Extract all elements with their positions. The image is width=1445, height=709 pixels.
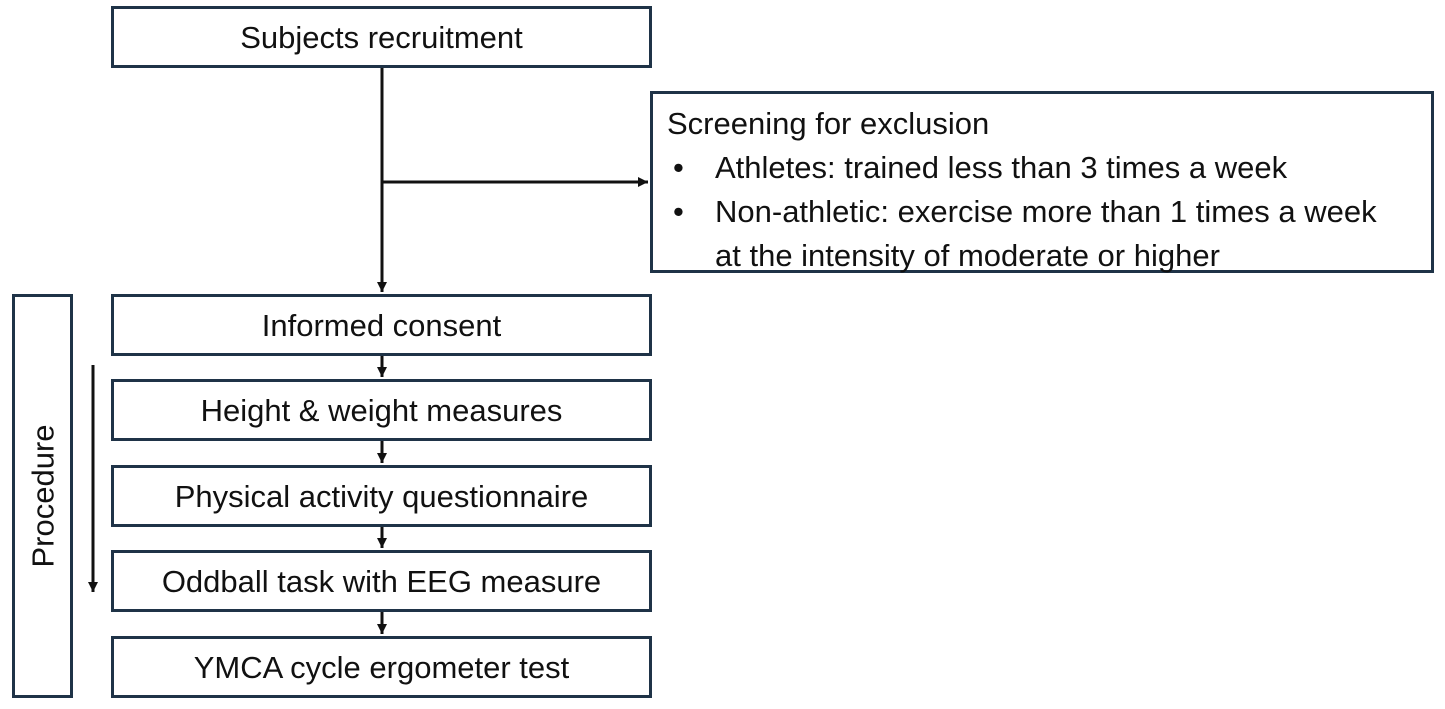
screening-title: Screening for exclusion xyxy=(667,106,990,141)
height-weight-label: Height & weight measures xyxy=(200,392,563,428)
subjects-recruitment-label: Subjects recruitment xyxy=(240,19,523,55)
bullet-icon: • xyxy=(673,150,684,185)
physical-activity-questionnaire-label: Physical activity questionnaire xyxy=(174,478,589,514)
oddball-task-box: Oddball task with EEG measure xyxy=(111,550,652,612)
screening-item-athletes: • Athletes: trained less than 3 times a … xyxy=(667,146,1380,190)
screening-box: Screening for exclusion • Athletes: trai… xyxy=(650,91,1434,273)
physical-activity-questionnaire-box: Physical activity questionnaire xyxy=(111,465,652,527)
height-weight-box: Height & weight measures xyxy=(111,379,652,441)
bullet-icon: • xyxy=(673,194,684,229)
ymca-test-box: YMCA cycle ergometer test xyxy=(111,636,652,698)
screening-item-text: Athletes: trained less than 3 times a we… xyxy=(715,150,1288,185)
procedure-label: Procedure xyxy=(25,424,60,568)
procedure-box: Procedure xyxy=(12,294,73,698)
informed-consent-box: Informed consent xyxy=(111,294,652,356)
informed-consent-label: Informed consent xyxy=(261,307,502,343)
oddball-task-label: Oddball task with EEG measure xyxy=(161,563,602,599)
ymca-test-label: YMCA cycle ergometer test xyxy=(193,649,570,685)
screening-item-text: Non-athletic: exercise more than 1 times… xyxy=(715,194,1377,273)
subjects-recruitment-box: Subjects recruitment xyxy=(111,6,652,68)
screening-item-non-athletic: • Non-athletic: exercise more than 1 tim… xyxy=(667,190,1380,278)
